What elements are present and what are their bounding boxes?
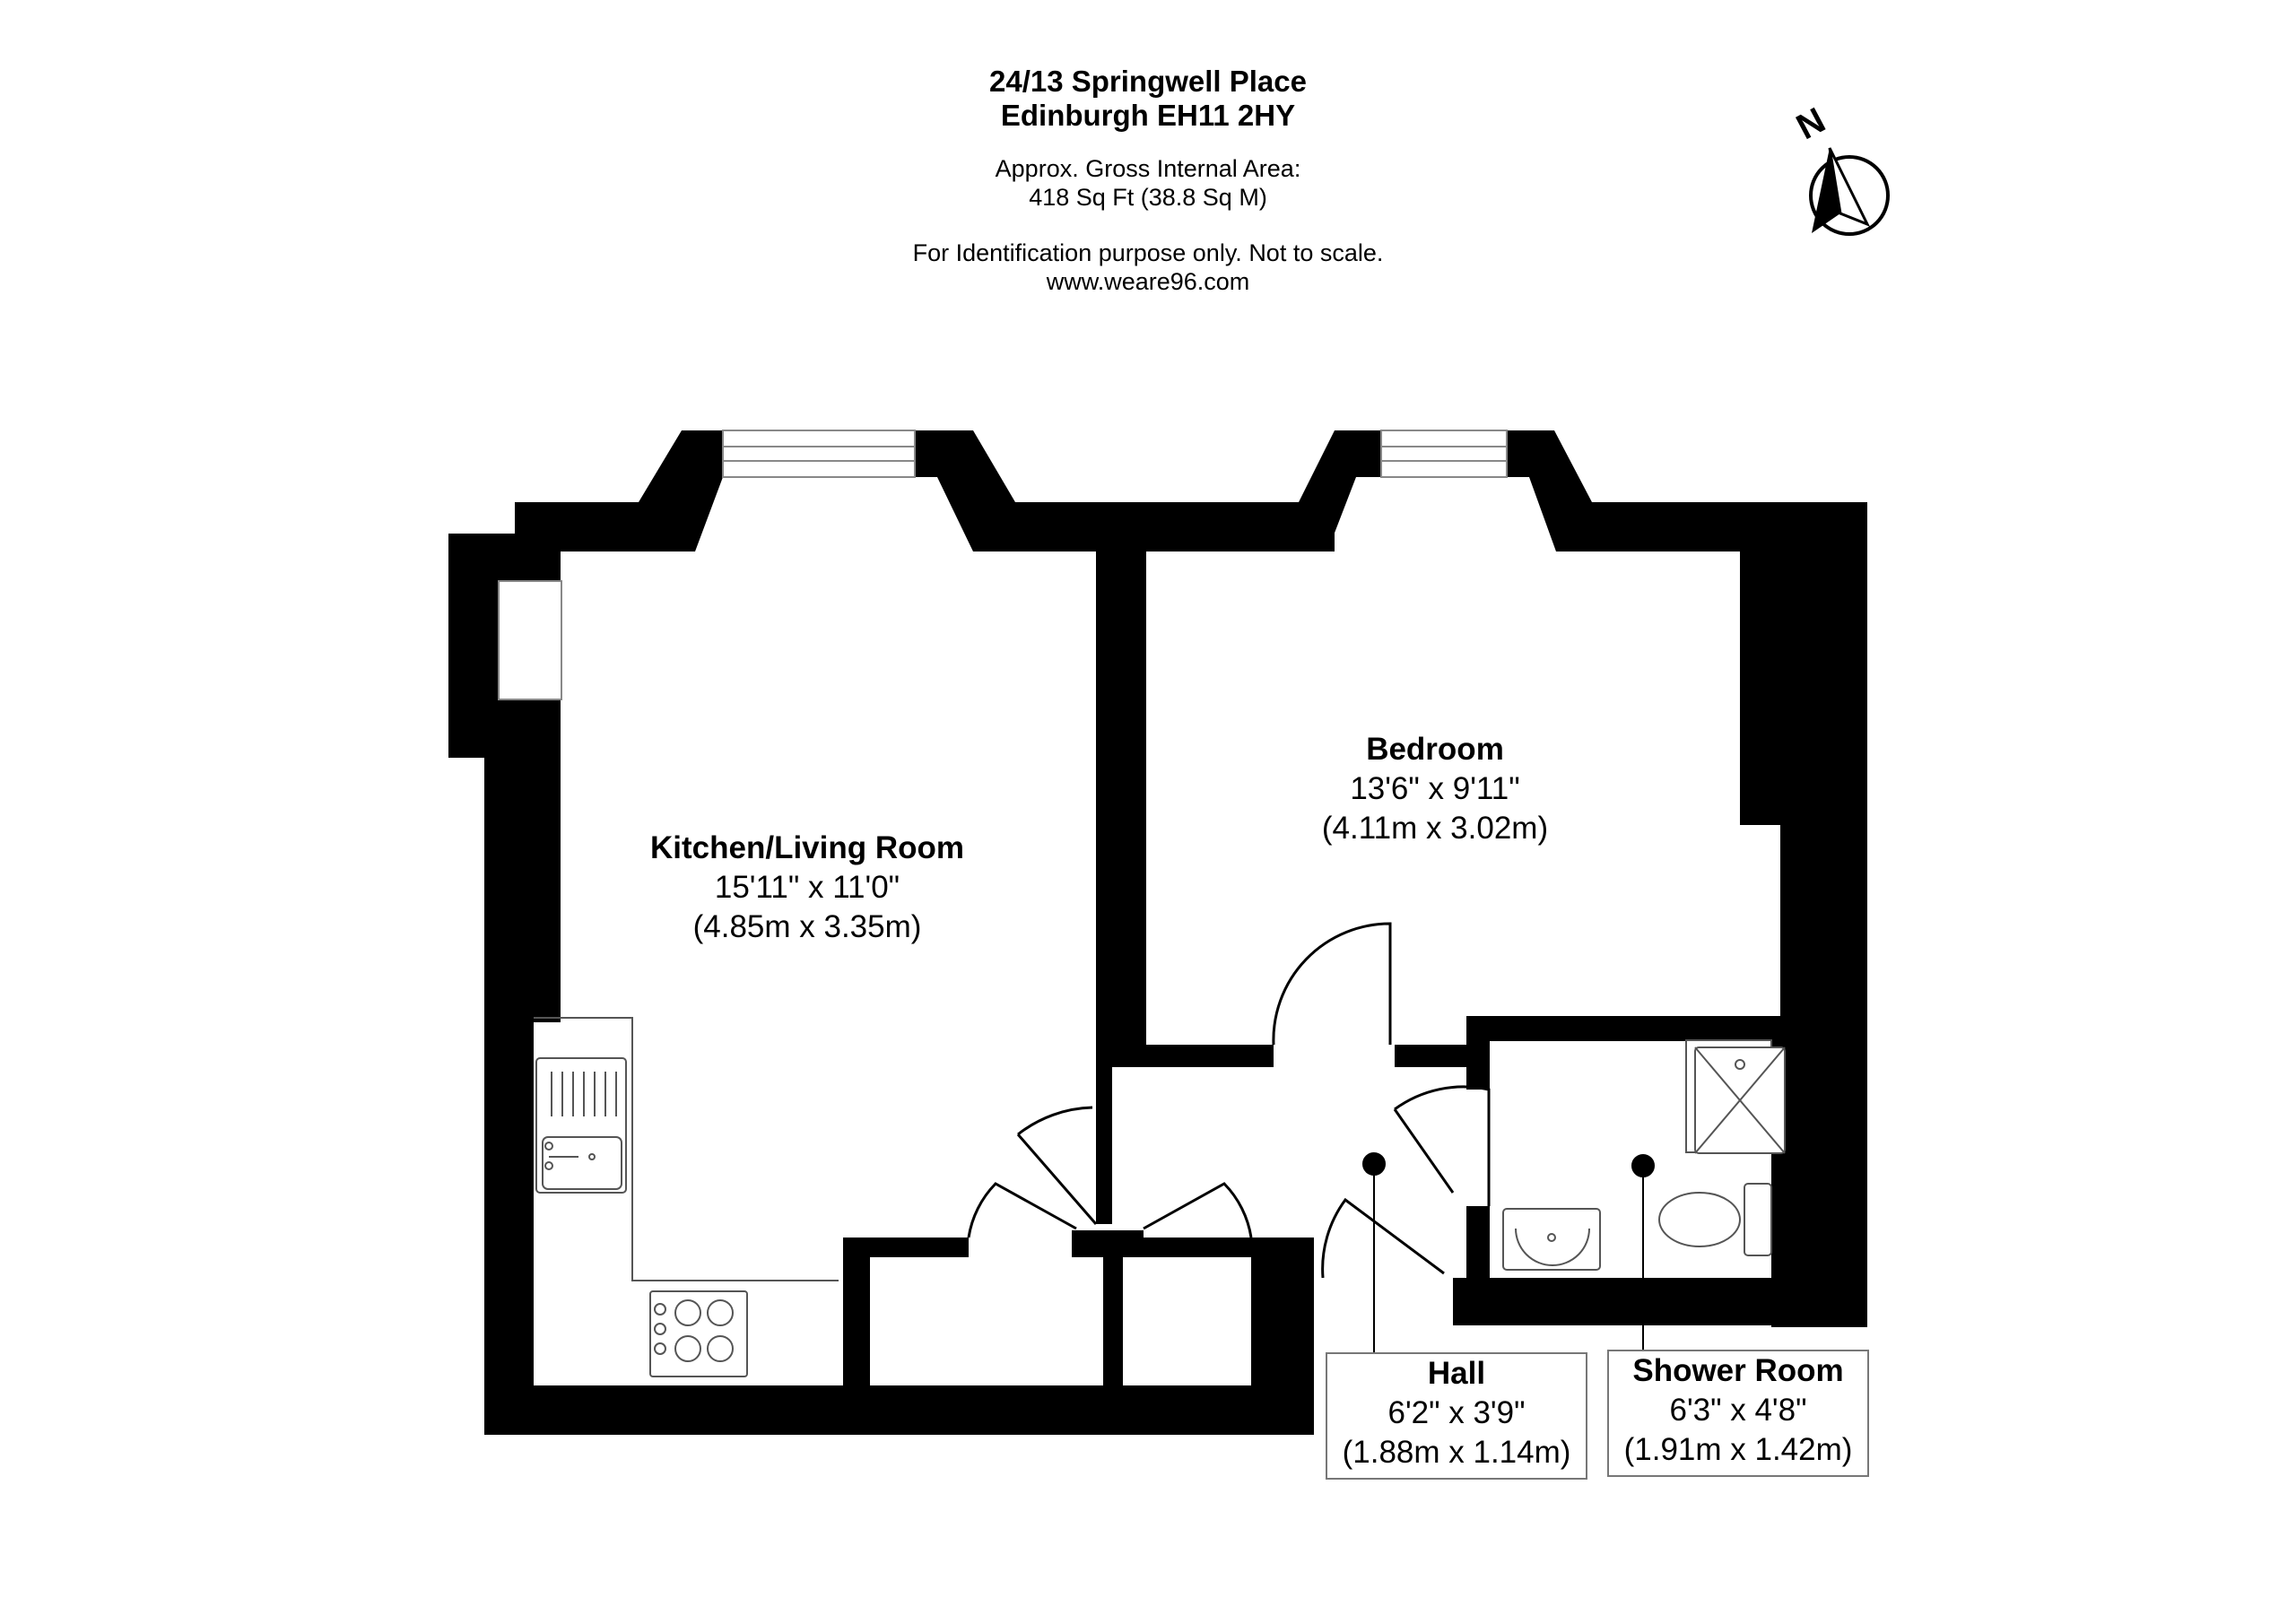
- hall-south-step: [1251, 1238, 1314, 1385]
- leaders: [1362, 1152, 1655, 1352]
- hall-imperial: 6'2" x 3'9": [1387, 1395, 1526, 1430]
- shower-room-metric: (1.91m x 1.42m): [1623, 1432, 1853, 1467]
- kitchen-fixtures: [534, 1017, 839, 1377]
- south-wall: [484, 1385, 1314, 1435]
- doors: [967, 922, 1491, 1279]
- bedroom-imperial: 13'6" x 9'11": [1350, 771, 1520, 806]
- cupboard-door-right: [1143, 1182, 1253, 1238]
- cupboard-wall-d: [1144, 1238, 1251, 1257]
- bedroom-name: Bedroom: [1366, 732, 1504, 767]
- hall-label: Hall 6'2" x 3'9" (1.88m x 1.14m): [1326, 1352, 1587, 1480]
- entrance-door: [1321, 1197, 1445, 1279]
- kitchen-metric: (4.85m x 3.35m): [692, 909, 922, 944]
- property-address: 24/13 Springwell Place Edinburgh EH11 2H…: [0, 65, 2296, 133]
- worktop: [534, 1017, 839, 1281]
- disclaimer-line: For Identification purpose only. Not to …: [912, 239, 1384, 266]
- walls: [448, 430, 1867, 1435]
- shower-door: [1394, 1085, 1491, 1206]
- windows: [498, 430, 1508, 700]
- shower-room-label: Shower Room 6'3" x 4'8" (1.91m x 1.42m): [1607, 1350, 1869, 1477]
- kitchen-window: [722, 430, 916, 478]
- hall-metric: (1.88m x 1.14m): [1342, 1435, 1571, 1470]
- shower-west-wall-upper: [1466, 1040, 1490, 1090]
- gross-area: Approx. Gross Internal Area: 418 Sq Ft (…: [0, 154, 2296, 212]
- shower-east-wall: [1771, 1040, 1867, 1327]
- area-line-1: Approx. Gross Internal Area:: [995, 155, 1301, 182]
- kitchen-label: Kitchen/Living Room 15'11" x 11'0" (4.85…: [628, 829, 987, 947]
- shower-tray-icon: [1685, 1039, 1786, 1154]
- washbasin-icon: [1502, 1208, 1601, 1271]
- bedroom-metric: (4.11m x 3.02m): [1321, 811, 1549, 846]
- shower-fixtures: [1502, 1039, 1786, 1271]
- disclaimer: For Identification purpose only. Not to …: [0, 239, 2296, 296]
- sink-icon: [535, 1057, 627, 1194]
- bedroom-label: Bedroom 13'6" x 9'11" (4.11m x 3.02m): [1256, 730, 1614, 848]
- hall-name: Hall: [1427, 1356, 1486, 1391]
- north-arrow-icon: [1809, 147, 1890, 236]
- address-line-2: Edinburgh EH11 2HY: [1000, 99, 1296, 132]
- north-wall-middle: [1003, 502, 1335, 551]
- partition-lower: [1096, 1049, 1112, 1224]
- side-window: [498, 580, 562, 700]
- bedroom-south-wall-left: [1112, 1045, 1274, 1067]
- bedroom-south-wall-right: [1395, 1045, 1475, 1067]
- cupboard-centre: [1072, 1230, 1144, 1257]
- cupboard-wall-c: [870, 1238, 969, 1257]
- area-line-2: 418 Sq Ft (38.8 Sq M): [1029, 184, 1267, 211]
- hob-icon: [649, 1290, 748, 1377]
- partition-wall: [1096, 551, 1146, 1049]
- shower-room-name: Shower Room: [1632, 1353, 1844, 1388]
- kitchen-name: Kitchen/Living Room: [650, 830, 964, 865]
- kitchen-bay-left: [502, 430, 723, 551]
- bedroom-window: [1380, 430, 1508, 478]
- kitchen-bay-right: [915, 430, 1031, 551]
- cupboard-wall-a: [843, 1238, 870, 1385]
- bedroom-bay-left: [1299, 430, 1381, 551]
- shower-north-wall: [1466, 1016, 1825, 1041]
- shower-room-imperial: 6'3" x 4'8": [1669, 1393, 1807, 1428]
- toilet-icon: [1658, 1183, 1772, 1256]
- address-line-1: 24/13 Springwell Place: [988, 65, 1307, 98]
- shower-west-wall-lower: [1466, 1206, 1490, 1278]
- cupboard-door-left: [967, 1182, 1077, 1238]
- cupboard-wall-b: [1103, 1238, 1123, 1385]
- hall-door-left: [1017, 1106, 1093, 1136]
- east-wall: [1740, 551, 1867, 825]
- website-line: www.weare96.com: [1046, 268, 1250, 295]
- bedroom-door: [1272, 922, 1392, 1046]
- kitchen-west-wall: [448, 502, 561, 1385]
- kitchen-imperial: 15'11" x 11'0": [714, 870, 900, 905]
